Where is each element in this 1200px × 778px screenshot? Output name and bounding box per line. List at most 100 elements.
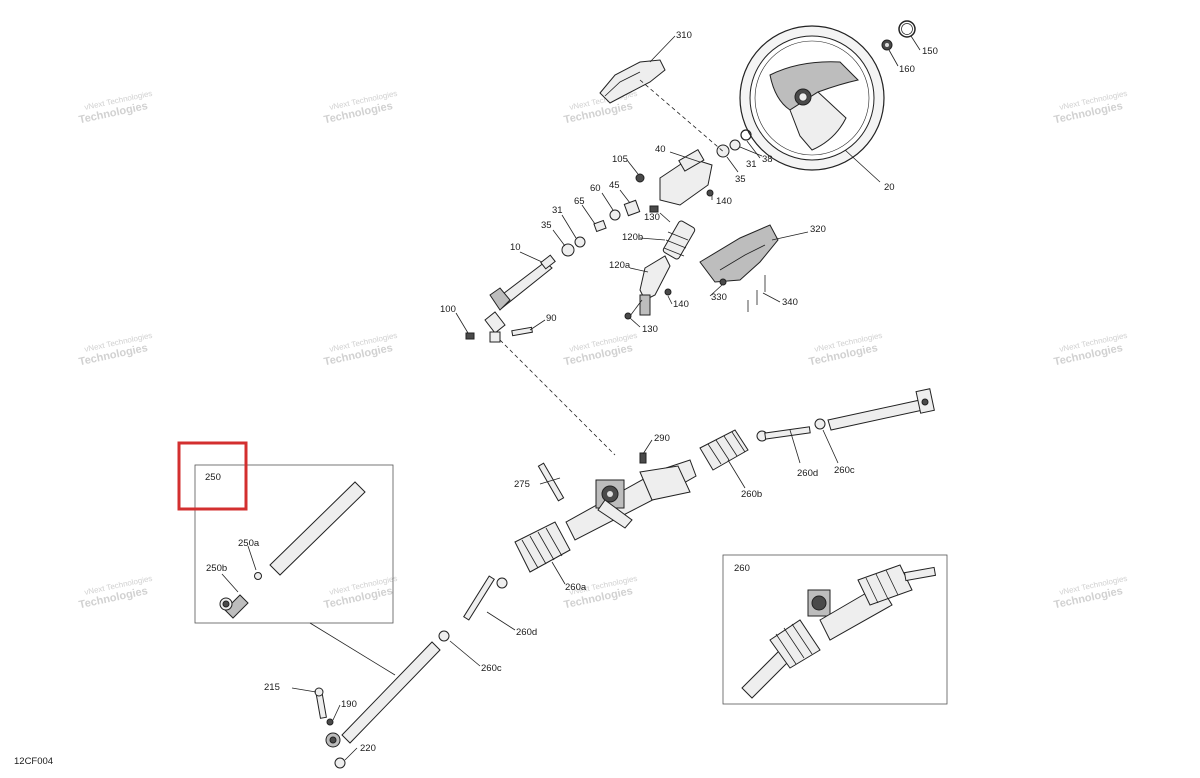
screws-340 — [747, 275, 766, 312]
callout-label: 100 — [440, 304, 456, 315]
callout-label: 260c — [481, 663, 502, 674]
callout-label: 260b — [741, 489, 762, 500]
inset-250 — [194, 464, 394, 624]
callout-label: 275 — [514, 479, 530, 490]
bolt-130a — [649, 205, 659, 213]
bushing-65 — [593, 219, 607, 233]
assembly-line — [639, 79, 726, 154]
highlight-box — [177, 441, 248, 511]
callout-label: 140 — [716, 196, 732, 207]
callout-label: 35 — [541, 220, 552, 231]
callout-label: 38 — [762, 154, 773, 165]
callout-label: 45 — [609, 180, 620, 191]
bolt-90 — [511, 326, 533, 337]
watermark: vNext Technologies Technologies — [78, 331, 153, 369]
spacer-60 — [609, 209, 621, 221]
watermark: vNext Technologies Technologies — [563, 331, 638, 369]
callouts: 310 150 160 20 40 105 35 31 38 60 45 65 … — [205, 30, 938, 754]
watermark: vNext Technologies Technologies — [323, 331, 398, 369]
callout-label: 220 — [360, 743, 376, 754]
tie-rod-end — [325, 732, 341, 748]
watermark: vNext Technologies Technologies — [1053, 331, 1128, 369]
callout-label: 20 — [884, 182, 895, 193]
callout-label: 260c — [834, 465, 855, 476]
callout-label: 260a — [565, 582, 587, 593]
callout-label: 260d — [516, 627, 537, 638]
rack-boot-right — [699, 429, 749, 471]
column-bracket — [659, 148, 713, 206]
upper-column-cover — [599, 59, 666, 104]
callout-label: 320 — [810, 224, 826, 235]
screw-330 — [719, 278, 727, 286]
inner-tie-rod-left — [463, 575, 508, 621]
watermark: vNext Technologies Technologies — [78, 574, 153, 612]
washer-190 — [326, 718, 334, 726]
bolt-130b — [624, 299, 643, 320]
tilt-spring — [662, 220, 696, 260]
callout-label: 330 — [711, 292, 727, 303]
steering-rack — [565, 459, 697, 541]
callout-label: 340 — [782, 297, 798, 308]
watermark: vNext Technologies Technologies — [78, 89, 153, 127]
watermark: vNext Technologies Technologies — [323, 89, 398, 127]
jam-nut-left — [438, 630, 450, 642]
callout-label: 260 — [734, 563, 750, 574]
callout-label: 150 — [922, 46, 938, 57]
watermark: vNext Technologies Technologies — [1053, 89, 1128, 127]
callout-label: 290 — [654, 433, 670, 444]
watermark: vNext Technologies Technologies — [1053, 574, 1128, 612]
assembly-line — [499, 339, 616, 456]
bolt-275 — [537, 462, 565, 502]
callout-label: 260d — [797, 468, 818, 479]
callout-label: 250b — [206, 563, 227, 574]
bushing-35b — [561, 243, 575, 257]
bolt-290 — [639, 452, 647, 464]
inner-tie-rod-right — [756, 426, 811, 442]
callout-label: 120b — [622, 232, 643, 243]
tilt-actuator — [639, 255, 671, 316]
callout-label: 160 — [899, 64, 915, 75]
callout-label: 130 — [642, 324, 658, 335]
callout-label: 65 — [574, 196, 585, 207]
bolt-100 — [465, 332, 475, 340]
diagram-code: 12CF004 — [14, 756, 53, 767]
rack-boot-left — [514, 521, 571, 573]
bolt-140b — [664, 288, 672, 296]
bolt-105 — [635, 173, 645, 183]
bushing-35 — [716, 144, 730, 158]
callout-label: 310 — [676, 30, 692, 41]
wheel-cap-ring — [898, 20, 916, 38]
callout-label: 31 — [746, 159, 757, 170]
callout-label: 40 — [655, 144, 666, 155]
callout-label: 130 — [644, 212, 660, 223]
callout-label: 250a — [238, 538, 260, 549]
watermarks: vNext Technologies Technologies vNext Te… — [78, 89, 1128, 612]
washer-31 — [729, 139, 741, 151]
callout-label: 90 — [546, 313, 557, 324]
watermark: vNext Technologies Technologies — [808, 331, 883, 369]
callout-label: 215 — [264, 682, 280, 693]
inset-connector — [309, 622, 396, 676]
callout-label: 250 — [205, 472, 221, 483]
callout-label: 190 — [341, 699, 357, 710]
washer-31b — [574, 236, 586, 248]
bolt-215 — [314, 687, 327, 719]
callout-label: 120a — [609, 260, 631, 271]
wheel-nut — [881, 39, 893, 51]
intermediate-shaft — [484, 254, 556, 343]
ring-38 — [740, 129, 752, 141]
bolt-140a — [706, 189, 714, 197]
callout-label: 35 — [735, 174, 746, 185]
callout-label: 140 — [673, 299, 689, 310]
inset-260 — [722, 554, 948, 705]
leader-lines — [291, 35, 921, 761]
tie-rod-long — [341, 641, 441, 744]
bushing-45 — [623, 199, 641, 217]
callout-label: 10 — [510, 242, 521, 253]
nut-220 — [334, 757, 346, 769]
callout-label: 60 — [590, 183, 601, 194]
steering-wheel — [739, 25, 885, 171]
callout-label: 105 — [612, 154, 628, 165]
callout-label: 31 — [552, 205, 563, 216]
